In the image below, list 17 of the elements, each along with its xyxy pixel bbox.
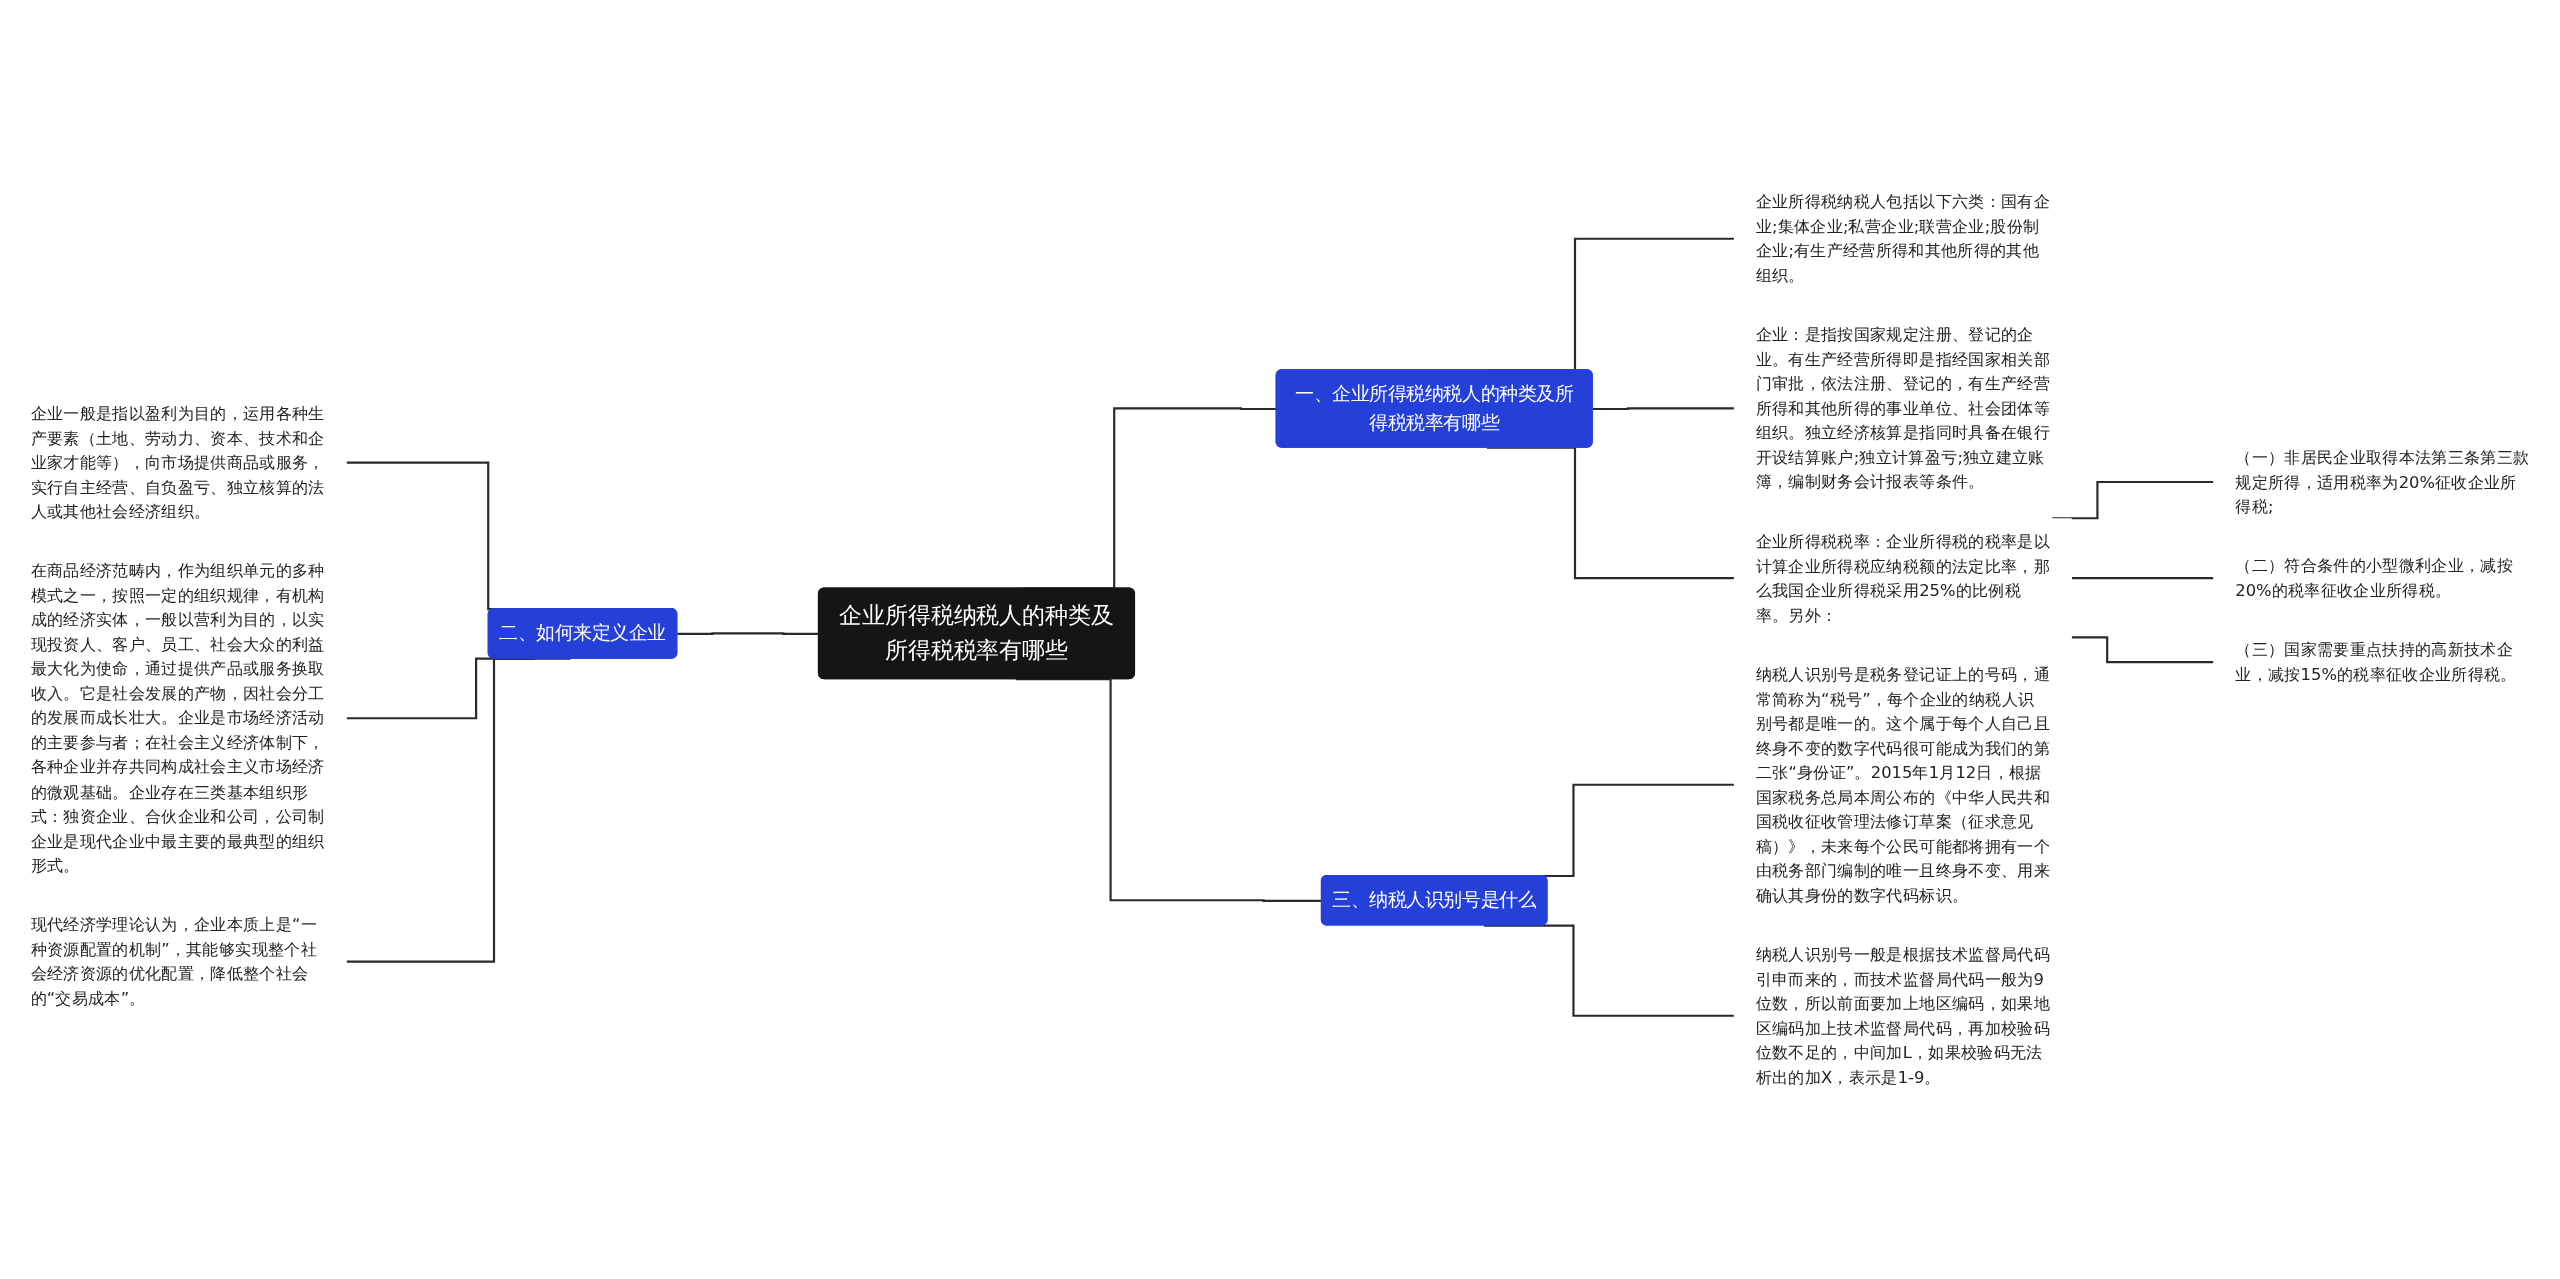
node-text: 企业所得税纳税人包括以下六类：国有企业;集体企业;私营企业;联营企业;股份制企业;有生产经营所得和其他所得的其他组织。 <box>1755 191 2050 286</box>
connector <box>1015 678 1322 902</box>
node-text: 在商品经济范畴内，作为组织单元的多种模式之一，按照一定的组织规律，有机构成的经济实体，一般以营利为目的，以实现投资人、客户、员工、社会大众的利益最大化为使命，通过提供产品或服务换取收入。它是社会发展的产物，因社会分工的发展而成长壮大。企业是市场经济活动的主要参与者；在社会主义经济体制下，各种企业并存共同构成社会主义市场经济的微观基础。企业存在三类基本组织形式：独资企业、合伙企业和公司，公司制企业是现代企业中最主要的最典型的组织形式。 <box>30 561 325 875</box>
node-text: （三）国家需要重点扶持的高新技术企业，减按15%的税率征收企业所得税。 <box>2235 639 2517 684</box>
node-text: 企业：是指按国家规定注册、登记的企业。有生产经营所得即是指经国家相关部门审批，依法注册、登记的，有生产经营所得和其他所得的事业单位、社会团体等组织。独立经济核算是指同时具备在银行开设结算账户;独立计算盈亏;独立建立账簿，编制财务会计报表等条件。 <box>1755 324 2050 492</box>
connector <box>2052 480 2214 520</box>
node-text: 纳税人识别号是税务登记证上的号码，通常简称为“税号”，每个企业的纳税人识别号都是唯一的。这个属于每个人自己且终身不变的数字代码很可能成为我们的第二张“身份证”。2015年1月12日，根据国家税务总局本周公布的《中华人民共和国税收征收管理法修订草案（征求意见稿）》，未来每个公民可能都将拥有一个由税务部门编制的唯一且终身不变、用来确认其身份的数字代码标识。 <box>1755 664 2050 905</box>
node-text: 现代经济学理论认为，企业本质上是“一种资源配置的机制”，其能够实现整个社会经济资源的优化配置，降低整个社会的“交易成本”。 <box>30 914 317 1008</box>
connector <box>2071 577 2214 580</box>
connector <box>1592 407 1734 411</box>
node-text: （二）符合条件的小型微利企业，减按20%的税率征收企业所得税。 <box>2235 555 2514 600</box>
connector <box>677 632 819 635</box>
node-text: 纳税人识别号一般是根据技术监督局代码引申而来的，而技术监督局代码一般为9位数，所以前面要加上地区编码，如果地区编码加上技术监督局代码，再加校验码位数不足的，中间加L，如果校验码无法析出的加X，表示是1-9。 <box>1755 944 2050 1087</box>
connector <box>2071 636 2214 664</box>
node-text: 企业所得税税率：企业所得税的税率是以计算企业所得税应纳税额的法定比率，那么我国企业所得税采用25%的比例税率。另外： <box>1755 531 2050 625</box>
node-text: （一）非居民企业取得本法第三条第三款规定所得，适用税率为20%征收企业所得税; <box>2235 447 2530 517</box>
node-text: 企业一般是指以盈利为目的，运用各种生产要素（土地、劳动力、资本、技术和企业家才能等），向市场提供商品或服务，实行自主经营、自负盈亏、独立核算的法人或其他社会经济组织。 <box>30 403 325 522</box>
